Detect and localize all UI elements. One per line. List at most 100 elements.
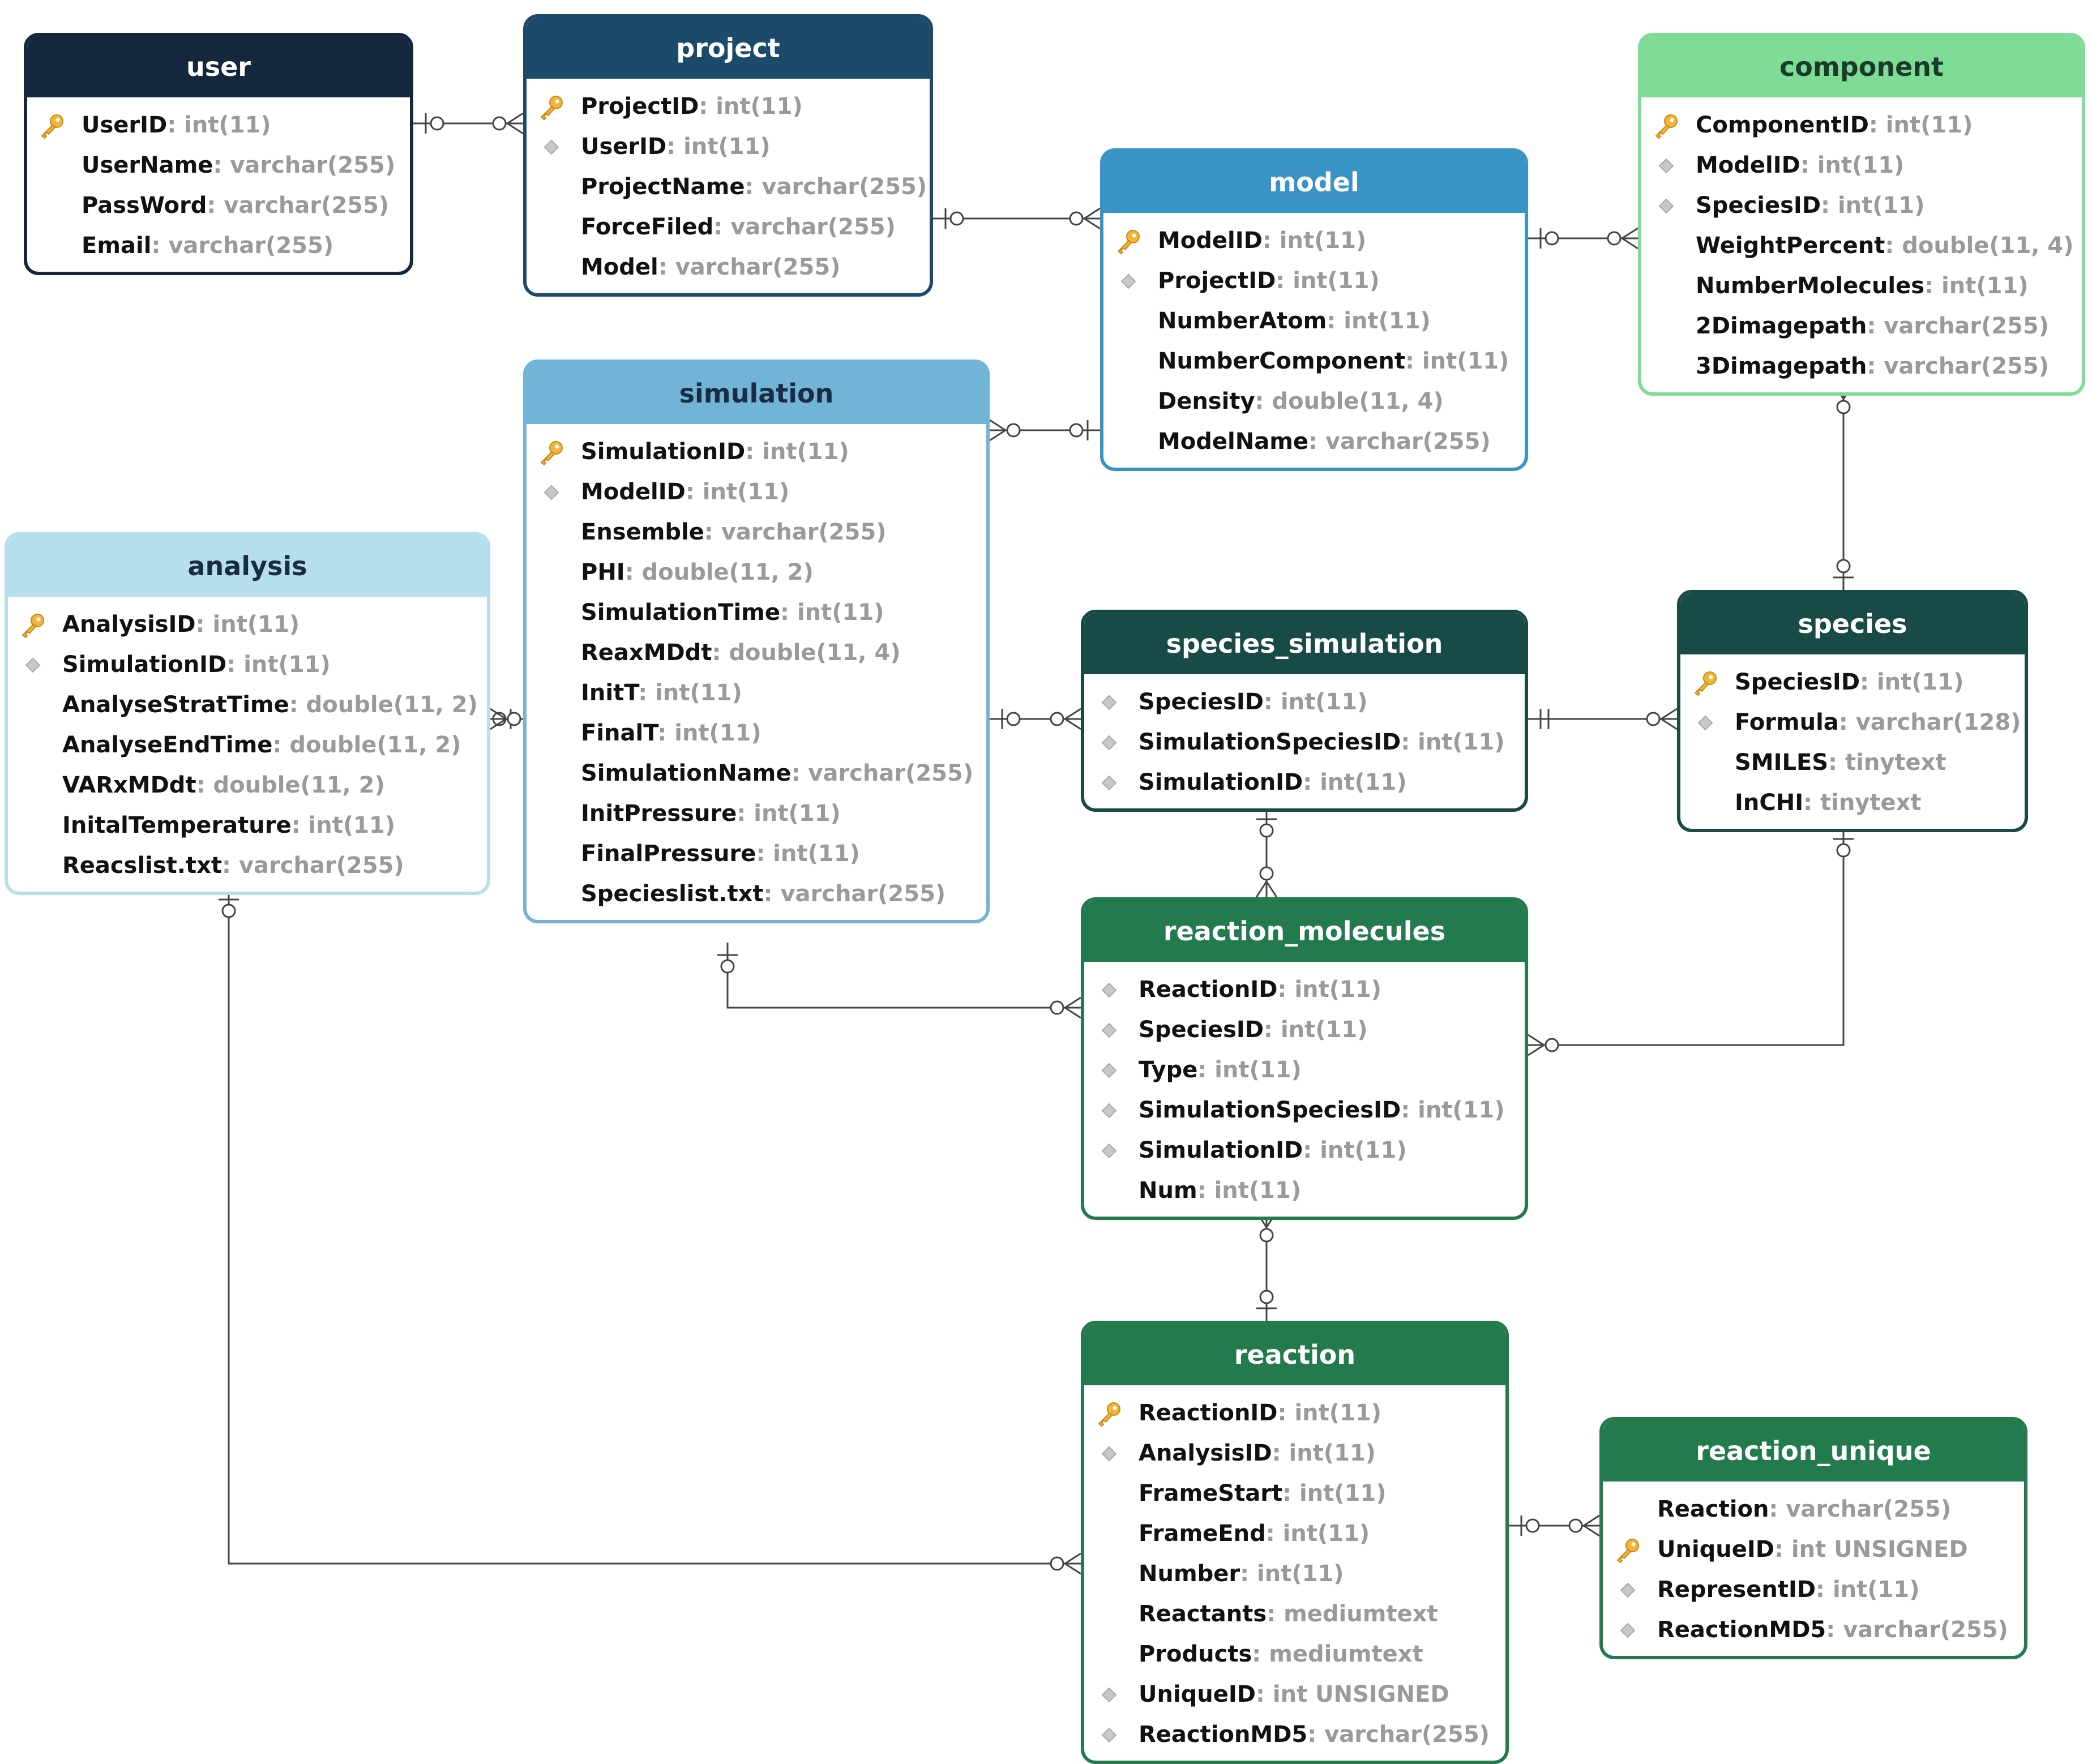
- field-name: ModelID: [1696, 152, 1800, 178]
- key-icon: [1118, 230, 1140, 254]
- key-icon: [541, 96, 563, 120]
- field-type: : double(11, 2): [196, 772, 385, 798]
- field-row: 2Dimagepath: varchar(255): [1641, 306, 2082, 346]
- field-type: : int UNSIGNED: [1256, 1681, 1449, 1707]
- field-row: SpeciesID: int(11): [1084, 1010, 1525, 1050]
- field-name: SimulationID: [1139, 769, 1303, 795]
- field-name: NumberComponent: [1158, 348, 1405, 374]
- field-name: SMILES: [1735, 750, 1829, 776]
- field-row: SimulationSpeciesID: int(11): [1084, 1090, 1525, 1131]
- field-type: : int UNSIGNED: [1774, 1536, 1968, 1562]
- field-row: ProjectName: varchar(255): [527, 167, 930, 207]
- field-row: ModelID: int(11): [527, 472, 986, 512]
- field-row: ModelID: int(11): [1641, 145, 2082, 186]
- key-icon: [1695, 671, 1717, 696]
- relationship-line: [228, 887, 1081, 1565]
- field-type: : int(11): [1265, 1521, 1370, 1547]
- crows-foot-mark: [989, 419, 1006, 442]
- field-list: ModelID: int(11)ProjectID: int(11)Number…: [1103, 213, 1525, 462]
- field-text: ReactionMD5: varchar(255): [1139, 1715, 1490, 1755]
- field-list: SpeciesID: int(11)Formula: varchar(128)S…: [1680, 654, 2025, 823]
- entity-title: species: [1680, 593, 2025, 654]
- field-text: SimulationTime: int(11): [581, 593, 884, 633]
- entity-title: simulation: [527, 363, 986, 424]
- field-text: UniqueID: int UNSIGNED: [1657, 1530, 1968, 1570]
- field-name: SpeciesID: [1735, 669, 1860, 695]
- field-name: Reacslist.txt: [62, 853, 223, 879]
- field-row: FinalPressure: int(11): [527, 834, 986, 874]
- optional-circle-mark: [1259, 1228, 1274, 1243]
- diamond-icon: [1620, 1582, 1636, 1598]
- field-text: AnalysisID: int(11): [1139, 1433, 1376, 1474]
- field-row: WeightPercent: double(11, 4): [1641, 226, 2082, 266]
- field-type: : int(11): [1816, 1577, 1920, 1603]
- field-type: : int(11): [1800, 152, 1905, 178]
- field-row: AnalyseEndTime: double(11, 2): [8, 725, 487, 765]
- diamond-icon: [544, 139, 559, 155]
- field-text: ModelName: varchar(255): [1158, 422, 1491, 462]
- crows-foot-mark: [1255, 881, 1278, 898]
- field-type: : int(11): [1303, 769, 1407, 795]
- diamond-icon: [1620, 1622, 1636, 1638]
- field-name: InitPressure: [581, 800, 737, 827]
- relationship-simulation-to-species-simulation: [990, 708, 1081, 730]
- field-row: ModelName: varchar(255): [1103, 422, 1525, 462]
- diamond-icon: [1101, 1103, 1117, 1119]
- field-text: InitPressure: int(11): [581, 794, 841, 834]
- diamond-icon: [25, 657, 41, 673]
- field-name: Reaction: [1657, 1496, 1769, 1522]
- field-row: SpeciesID: int(11): [1641, 186, 2082, 226]
- field-row: FrameEnd: int(11): [1084, 1514, 1505, 1554]
- field-text: ProjectID: int(11): [1158, 261, 1380, 301]
- field-text: AnalyseStratTime: double(11, 2): [62, 685, 478, 725]
- diamond-icon: [1101, 1022, 1117, 1038]
- entity-title: component: [1641, 36, 2082, 97]
- field-name: ForceFiled: [581, 214, 714, 240]
- field-name: ModelName: [1158, 429, 1309, 455]
- field-type: : int(11): [291, 812, 396, 838]
- field-text: PHI: double(11, 2): [581, 553, 814, 593]
- field-type: : int(11): [780, 600, 884, 626]
- relationship-reaction-to-reaction-unique: [1509, 1514, 1600, 1537]
- field-type: : varchar(255): [1867, 313, 2050, 339]
- field-type: : int(11): [737, 800, 841, 827]
- field-type: : varchar(255): [713, 214, 896, 240]
- relationship-line: [726, 943, 1081, 1009]
- optional-circle-mark: [507, 712, 521, 726]
- optional-circle-mark: [1525, 1518, 1540, 1533]
- field-type: : int(11): [1277, 1400, 1381, 1426]
- relationship-model-to-simulation: [989, 419, 1100, 442]
- field-type: : int(11): [1197, 1057, 1302, 1083]
- relationship-simulation-to-reaction-molecules: [717, 943, 1081, 1019]
- field-name: UniqueID: [1657, 1536, 1774, 1562]
- field-text: InCHI: tinytext: [1735, 783, 1922, 823]
- field-type: : varchar(255): [791, 760, 974, 786]
- field-row: AnalyseStratTime: double(11, 2): [8, 685, 487, 725]
- field-type: : int(11): [1401, 729, 1505, 755]
- field-name: VARxMDdt: [62, 772, 196, 798]
- field-row: SMILES: tinytext: [1680, 743, 2025, 783]
- field-name: SimulationID: [1139, 1137, 1303, 1163]
- field-name: NumberAtom: [1158, 308, 1327, 334]
- field-text: Number: int(11): [1139, 1554, 1344, 1594]
- field-text: RepresentID: int(11): [1657, 1570, 1920, 1610]
- field-row: RepresentID: int(11): [1603, 1570, 2024, 1610]
- field-text: UniqueID: int UNSIGNED: [1139, 1675, 1449, 1715]
- field-name: SimulationSpeciesID: [1139, 729, 1401, 755]
- field-row: SimulationID: int(11): [527, 432, 986, 472]
- field-text: 2Dimagepath: varchar(255): [1696, 306, 2049, 346]
- field-row: ProjectID: int(11): [1103, 261, 1525, 301]
- field-text: Specieslist.txt: varchar(255): [581, 874, 946, 914]
- crows-foot-mark: [1064, 708, 1081, 730]
